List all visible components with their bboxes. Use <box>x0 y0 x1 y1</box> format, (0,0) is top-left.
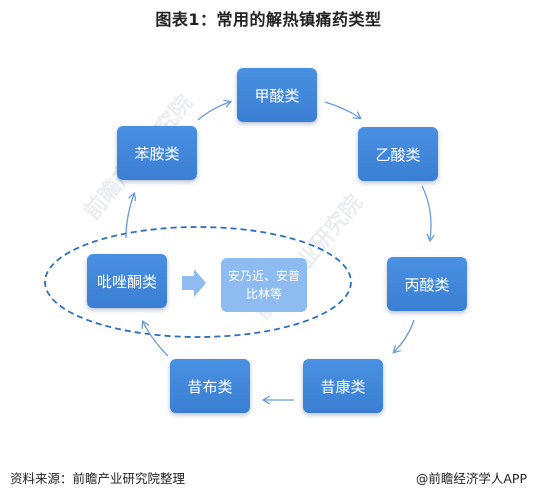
arrow-acetic-to-propionic <box>421 185 431 240</box>
node-acetic: 乙酸类 <box>358 127 438 181</box>
source-note: 资料来源：前瞻产业研究院整理 <box>10 471 186 486</box>
arrow-pyrazolone-to-aniline <box>125 194 134 239</box>
group-ellipse <box>44 226 352 338</box>
arrow-propionic-to-pukang <box>394 319 415 352</box>
block-arrow <box>182 269 206 297</box>
arrow-formic-to-acetic <box>324 101 360 118</box>
brand-text: @前瞻经济学人APP <box>415 471 527 486</box>
node-pyrazolone: 吡唑酮类 <box>87 254 167 308</box>
node-formic: 甲酸类 <box>237 68 317 122</box>
node-pubu: 昔布类 <box>170 359 250 413</box>
brand-credit: @前瞻经济学人APP <box>416 468 527 487</box>
node-propionic: 丙酸类 <box>387 257 467 311</box>
node-example: 安乃近、安普比林等 <box>221 258 307 312</box>
arrow-aniline-to-formic <box>197 102 230 121</box>
node-aniline: 苯胺类 <box>117 126 197 180</box>
arrow-pubu-to-pyrazolone <box>143 322 169 357</box>
node-pukang: 昔康类 <box>303 359 383 413</box>
figure-title: 图表1：常用的解热镇痛药类型 <box>155 10 382 29</box>
